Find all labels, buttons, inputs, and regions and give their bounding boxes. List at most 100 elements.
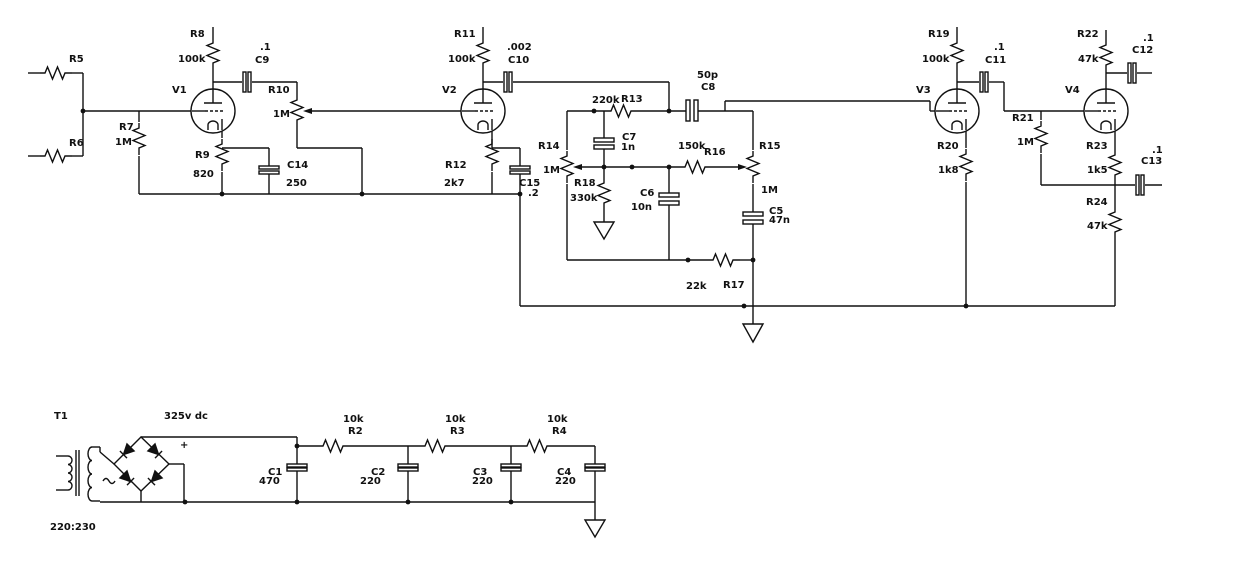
c11-ref: C11 — [985, 55, 1006, 66]
c5-capacitor-icon — [742, 211, 764, 225]
r21-value: 1M — [1017, 137, 1034, 148]
c11-value: .1 — [994, 42, 1005, 53]
r7-value: 1M — [115, 137, 132, 148]
r10-ref: R10 — [268, 85, 290, 96]
c15-value: .2 — [528, 188, 539, 199]
r18-resistor-icon — [597, 177, 611, 211]
t1-ratio: 220:230 — [50, 522, 96, 533]
c2-value: 220 — [360, 476, 381, 487]
r22-ref: R22 — [1077, 29, 1099, 40]
r19-resistor-icon — [950, 37, 964, 71]
c2-capacitor-icon — [397, 463, 419, 472]
r5-resistor-icon — [39, 66, 73, 80]
r24-resistor-icon — [1108, 206, 1122, 240]
r17-value: 22k — [686, 281, 707, 292]
r4-ref: R4 — [552, 426, 567, 437]
r17-ref: R17 — [723, 280, 745, 291]
c4-ref: C4 — [557, 467, 571, 478]
r12-resistor-icon — [485, 138, 499, 172]
c2-ref: C2 — [371, 467, 385, 478]
r24-ref: R24 — [1086, 197, 1108, 208]
c15-capacitor-icon — [509, 165, 531, 175]
valves — [190, 88, 1129, 134]
c12-value: .1 — [1143, 33, 1154, 44]
supply-plus-sign: + — [180, 440, 188, 451]
c7-value: 1n — [621, 142, 635, 153]
c4-value: 220 — [555, 476, 576, 487]
r16-resistor-icon — [679, 160, 713, 174]
r15-ref: R15 — [759, 141, 781, 152]
r19-value: 100k — [922, 54, 950, 65]
r9-ref: R9 — [195, 150, 210, 161]
c10-value: .002 — [507, 42, 532, 53]
c3-value: 220 — [472, 476, 493, 487]
capacitors — [242, 62, 1145, 472]
r11-ref: R11 — [454, 29, 476, 40]
ground-triangle-icon — [583, 519, 607, 539]
r23-value: 1k5 — [1087, 165, 1108, 176]
grounds — [583, 221, 765, 539]
c12-capacitor-icon — [1127, 62, 1137, 84]
r10-potentiometer-icon — [290, 94, 304, 128]
r21-resistor-icon — [1034, 120, 1048, 154]
r20-resistor-icon — [959, 148, 973, 182]
c8-ref: C8 — [701, 82, 715, 93]
r19-ref: R19 — [928, 29, 950, 40]
r18-ref: R18 — [574, 178, 596, 189]
r10-wiper-arrow-icon — [303, 108, 312, 114]
c7-ref: C7 — [622, 132, 636, 143]
r3-value: 10k — [445, 414, 466, 425]
c12-ref: C12 — [1132, 45, 1153, 56]
r5-ref: R5 — [69, 54, 84, 65]
r24-value: 47k — [1087, 221, 1108, 232]
r10-value: 1M — [273, 109, 290, 120]
r15-potentiometer-icon — [746, 150, 760, 184]
v4-ref: V4 — [1065, 85, 1080, 96]
r14-wiper-arrow-icon — [573, 164, 582, 170]
c15-ref: C15 — [519, 178, 540, 189]
r20-ref: R20 — [937, 141, 959, 152]
c9-capacitor-icon — [242, 71, 252, 93]
r2-ref: R2 — [348, 426, 363, 437]
r22-value: 47k — [1078, 54, 1099, 65]
v2-triode-icon — [460, 88, 506, 134]
r9-value: 820 — [193, 169, 214, 180]
r7-resistor-icon — [132, 122, 146, 156]
c4-capacitor-icon — [584, 463, 606, 472]
r4-resistor-icon — [521, 439, 555, 453]
c8-capacitor-icon — [685, 99, 699, 122]
v1-triode-icon — [190, 88, 236, 134]
r3-resistor-icon — [419, 439, 453, 453]
t1-ref: T1 — [54, 411, 68, 422]
r4-value: 10k — [547, 414, 568, 425]
r14-potentiometer-icon — [560, 150, 574, 184]
supply-voltage: 325v dc — [164, 411, 208, 422]
r16-ref: R16 — [704, 147, 726, 158]
r7-ref: R7 — [119, 122, 134, 133]
r17-resistor-icon — [707, 253, 741, 267]
v2-ref: V2 — [442, 85, 457, 96]
c1-capacitor-icon — [286, 463, 308, 472]
r3-ref: R3 — [450, 426, 465, 437]
diode-bridge-icon — [102, 436, 171, 492]
r16-value: 150k — [678, 141, 706, 152]
v1-ref: V1 — [172, 85, 187, 96]
component-labels: R5 R6 R7 1M R8 100k .1 C9 V1 R10 1M R9 8… — [50, 29, 1163, 533]
r23-resistor-icon — [1108, 149, 1122, 183]
r8-ref: R8 — [190, 29, 205, 40]
r16-wiper-arrow-icon — [738, 164, 747, 170]
r2-resistor-icon — [317, 439, 351, 453]
r22-resistor-icon — [1099, 39, 1113, 73]
r14-ref: R14 — [538, 141, 560, 152]
c6-capacitor-icon — [658, 192, 680, 206]
c3-capacitor-icon — [500, 463, 522, 472]
r12-value: 2k7 — [444, 178, 465, 189]
c6-ref: C6 — [640, 188, 654, 199]
r11-resistor-icon — [476, 37, 490, 71]
r14-value: 1M — [543, 165, 560, 176]
r6-ref: R6 — [69, 138, 84, 149]
c3-ref: C3 — [473, 467, 487, 478]
c6-value: 10n — [631, 202, 652, 213]
r9-resistor-icon — [215, 138, 229, 172]
